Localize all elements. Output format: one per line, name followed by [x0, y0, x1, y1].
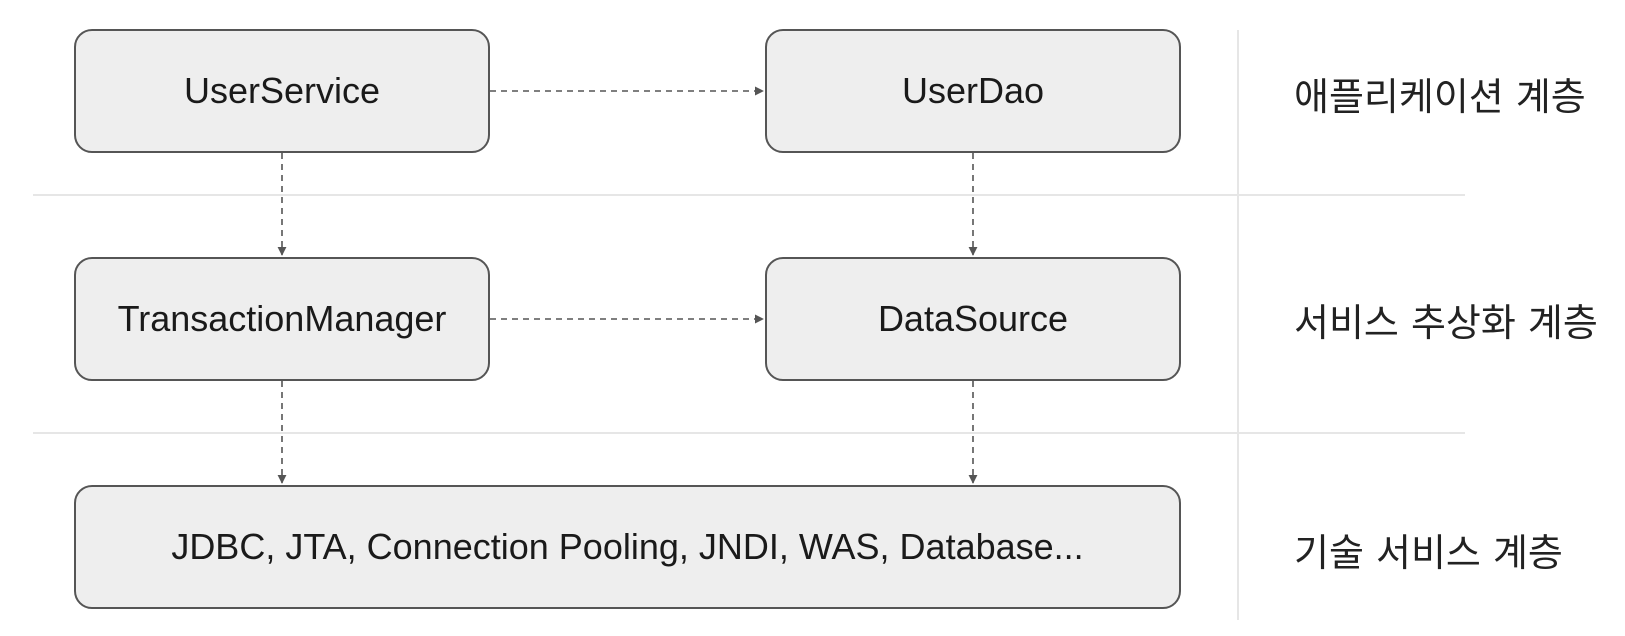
node-transaction-manager-label: TransactionManager: [117, 298, 447, 339]
node-technical-services: JDBC, JTA, Connection Pooling, JNDI, WAS…: [74, 485, 1181, 609]
node-user-service-label: UserService: [183, 70, 381, 111]
node-user-dao: UserDao: [765, 29, 1181, 153]
layer-label-application: 애플리케이션 계층: [1294, 75, 1586, 119]
node-user-service: UserService: [74, 29, 490, 153]
layer-label-service-abstraction: 서비스 추상화 계층: [1294, 301, 1598, 345]
node-data-source-label: DataSource: [877, 298, 1069, 339]
node-technical-services-label: JDBC, JTA, Connection Pooling, JNDI, WAS…: [171, 526, 1084, 567]
node-data-source: DataSource: [765, 257, 1181, 381]
node-transaction-manager: TransactionManager: [74, 257, 490, 381]
layer-label-technical-service: 기술 서비스 계층: [1294, 531, 1563, 575]
node-user-dao-label: UserDao: [901, 70, 1045, 111]
